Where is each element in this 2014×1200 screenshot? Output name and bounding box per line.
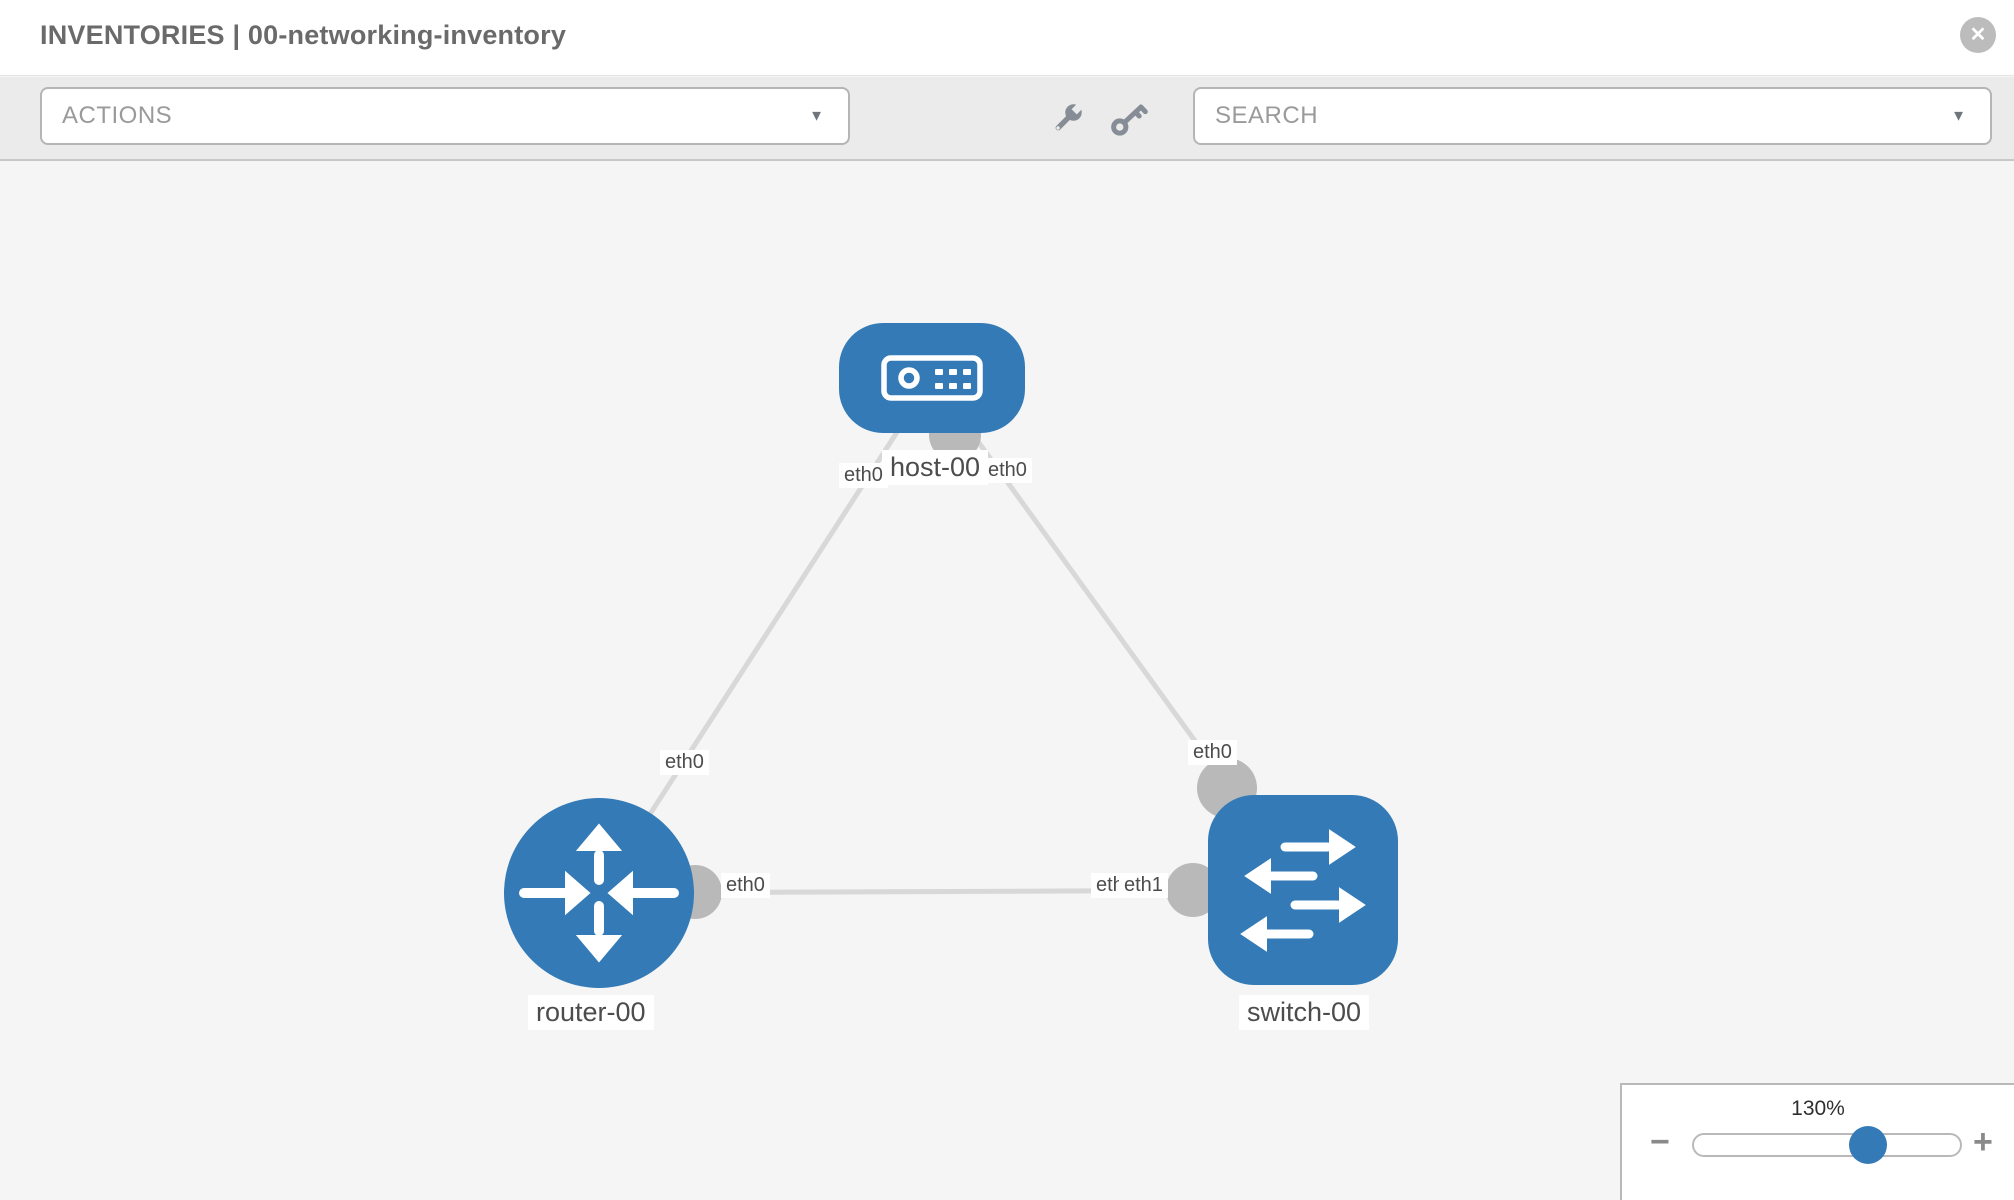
- switch-icon: [1240, 829, 1366, 952]
- topology-canvas[interactable]: host-00 router-00 switch-00 eth0 eth0 et…: [0, 163, 2014, 1200]
- search-dropdown[interactable]: SEARCH ▼: [1193, 87, 1992, 145]
- interface-label: eth0: [1188, 740, 1237, 765]
- host-node[interactable]: [839, 323, 1025, 433]
- router-node-label: router-00: [528, 995, 654, 1030]
- zoom-slider-knob[interactable]: [1849, 1126, 1887, 1164]
- credentials-button[interactable]: [1108, 97, 1152, 141]
- close-button[interactable]: ✕: [1960, 17, 1996, 53]
- zoom-out-button[interactable]: −: [1650, 1123, 1670, 1161]
- zoom-panel: 130% − +: [1620, 1083, 2014, 1200]
- connector-switch-left: [1166, 863, 1220, 917]
- toolbar: ACTIONS ▼: [0, 77, 2014, 161]
- router-node[interactable]: [504, 798, 694, 988]
- interface-label: eth0: [839, 463, 888, 488]
- interface-label: eth0: [660, 750, 709, 775]
- wrench-icon: [1055, 102, 1084, 131]
- chevron-down-icon: ▼: [1951, 107, 1966, 125]
- host-icon: [881, 355, 983, 401]
- switch-node-label: switch-00: [1239, 995, 1370, 1030]
- interface-label: eth0: [721, 873, 770, 898]
- actions-dropdown[interactable]: ACTIONS ▼: [40, 87, 850, 145]
- search-dropdown-label: SEARCH: [1215, 102, 1319, 129]
- actions-dropdown-label: ACTIONS: [62, 102, 173, 129]
- interface-label: eth1: [1119, 873, 1168, 898]
- router-icon: [519, 823, 679, 963]
- key-icon: [1111, 104, 1148, 136]
- zoom-level: 130%: [1791, 1097, 1845, 1120]
- page-title: INVENTORIES | 00-networking-inventory: [40, 20, 567, 50]
- tools-button[interactable]: [1045, 97, 1089, 141]
- header: INVENTORIES | 00-networking-inventory ✕: [0, 0, 2014, 76]
- chevron-down-icon: ▼: [809, 107, 824, 125]
- zoom-in-button[interactable]: +: [1973, 1123, 1993, 1161]
- close-icon: ✕: [1969, 24, 1987, 46]
- interface-connectors: [668, 409, 1257, 919]
- interface-label: eth0: [983, 458, 1032, 483]
- switch-node[interactable]: [1208, 795, 1398, 985]
- host-node-label: host-00: [882, 450, 989, 485]
- zoom-slider-track[interactable]: [1692, 1126, 1962, 1164]
